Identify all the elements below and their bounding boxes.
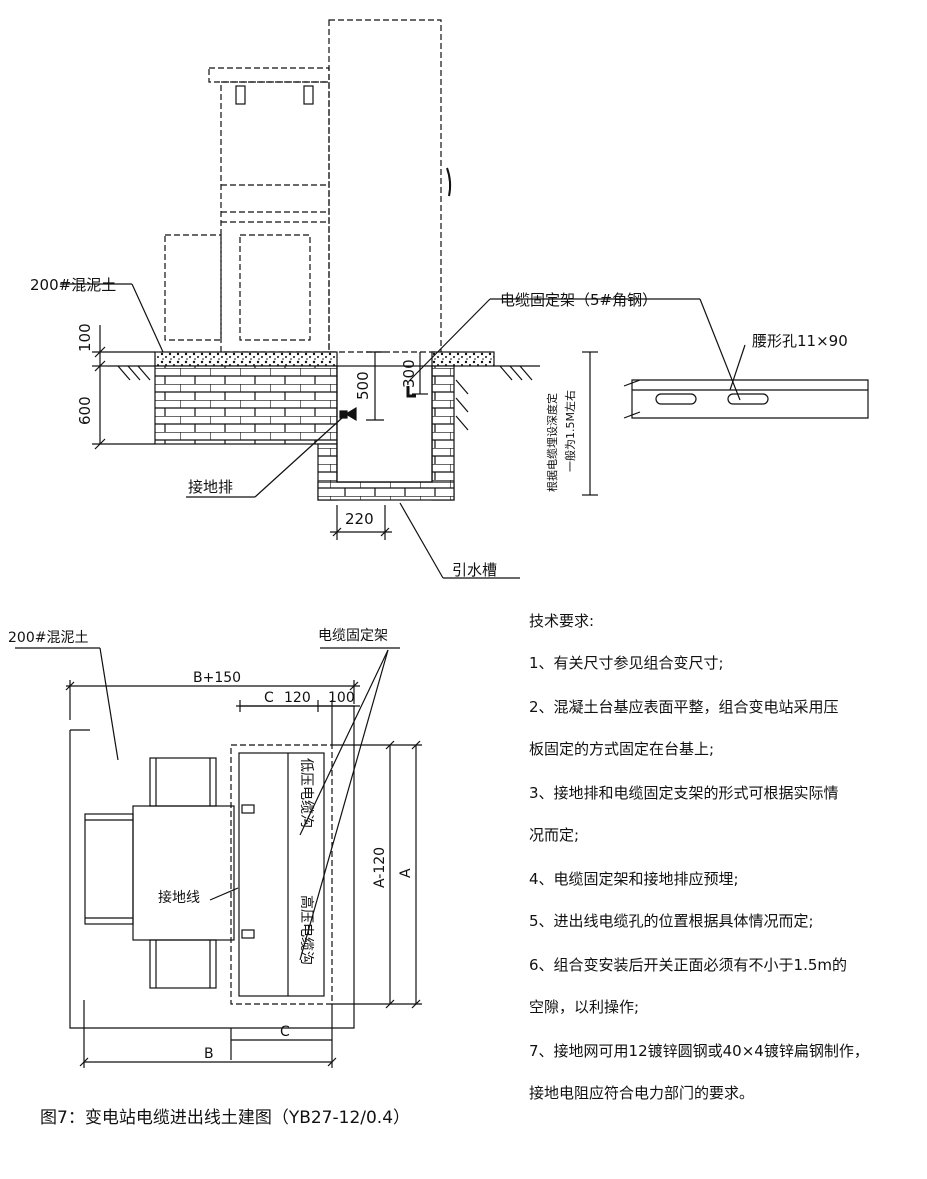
dim-300: 300 <box>400 359 418 388</box>
dim-500: 500 <box>354 371 372 400</box>
brick-trench-wall-right <box>431 365 455 501</box>
plan-labels: 200#混泥土 电缆固定架 接地线 低压电缆沟 高压电缆沟 B+150 C 12… <box>8 628 414 1062</box>
requirement-line: 7、接地网可用12镀锌圆钢或40×4镀锌扁钢制作， <box>529 1042 869 1060</box>
vent-slot-icon <box>303 85 314 105</box>
elevation-view <box>60 19 869 579</box>
figure-caption: 图7：变电站电缆进出线土建图（YB27-12/0.4） <box>40 1108 411 1128</box>
depth-note-2: 一般为1.5M左右 <box>563 390 577 472</box>
low-voltage-trench-label: 低压电缆沟 <box>298 758 314 828</box>
drain-label: 引水槽 <box>452 561 497 579</box>
requirement-line: 4、电缆固定架和接地排应预埋; <box>529 870 739 888</box>
substation-cabinet <box>164 19 442 353</box>
grounding-bar-label: 接地排 <box>188 478 233 496</box>
requirement-line: 1、有关尺寸参见组合变尺寸; <box>529 654 724 672</box>
ground-wire-label: 接地线 <box>158 889 200 906</box>
cable-bracket-label-top: 电缆固定架（5#角钢） <box>500 291 657 309</box>
cable-bracket-label-plan: 电缆固定架 <box>318 628 388 644</box>
slot-hole-icon <box>727 393 769 405</box>
depth-note-1: 根据电缆埋设深度定 <box>545 393 559 492</box>
concrete-slab <box>431 351 495 367</box>
concrete-label-plan: 200#混泥土 <box>8 630 88 646</box>
door-handle-icon <box>446 167 452 197</box>
requirements-title: 技术要求: <box>529 612 595 630</box>
cable-trench <box>230 744 333 1005</box>
dim-a: A <box>398 868 414 878</box>
grounding-bar-icon <box>344 406 357 422</box>
brick-trench-floor <box>317 481 455 501</box>
high-voltage-trench-label: 高压电缆沟 <box>298 895 315 965</box>
dim-c-bottom: C <box>280 1024 290 1040</box>
requirement-line: 况而定; <box>529 826 580 844</box>
dim-c-top: C <box>264 690 274 706</box>
elevation-labels: 200#混泥土 电缆固定架（5#角钢） 腰形孔11×90 接地排 引水槽 100… <box>30 276 848 579</box>
requirement-line: 2、混凝土台基应表面平整，组合变电站采用压 <box>529 698 839 716</box>
dim-a120: A-120 <box>372 847 388 888</box>
slot-hole-icon <box>655 393 697 405</box>
dim-100-top: 100 <box>76 323 94 352</box>
dim-600-top: 600 <box>76 396 94 425</box>
ground-terminal-icon <box>241 804 255 814</box>
ground-terminal-icon <box>241 929 255 939</box>
ground-hatch <box>108 365 540 431</box>
dim-b150: B+150 <box>193 670 241 686</box>
concrete-label-top: 200#混泥土 <box>30 276 116 294</box>
plan-view <box>15 647 422 1068</box>
transformer-fins <box>84 757 217 989</box>
transformer-body <box>132 805 235 941</box>
dim-100-plan: 100 <box>328 690 355 706</box>
slot-hole-label: 腰形孔11×90 <box>752 332 848 350</box>
requirement-line: 3、接地排和电缆固定支架的形式可根据实际情 <box>529 784 839 802</box>
requirement-line: 接地电阻应符合电力部门的要求。 <box>529 1084 755 1102</box>
dim-220: 220 <box>345 510 374 528</box>
brick-foundation <box>154 365 338 445</box>
angle-steel-bar <box>631 379 869 419</box>
requirement-line: 6、组合变安装后开关正面必须有不小于1.5m的 <box>529 956 848 974</box>
foundation-outline <box>69 705 355 1029</box>
dim-120: 120 <box>284 690 311 706</box>
requirement-line: 空隙，以利操作; <box>529 998 640 1016</box>
vent-slot-icon <box>235 85 246 105</box>
requirement-line: 5、进出线电缆孔的位置根据具体情况而定; <box>529 912 814 930</box>
requirement-line: 板固定的方式固定在台基上; <box>529 740 715 758</box>
dim-b: B <box>204 1046 214 1062</box>
concrete-slab <box>154 351 338 367</box>
angle-steel-icon <box>406 386 416 398</box>
